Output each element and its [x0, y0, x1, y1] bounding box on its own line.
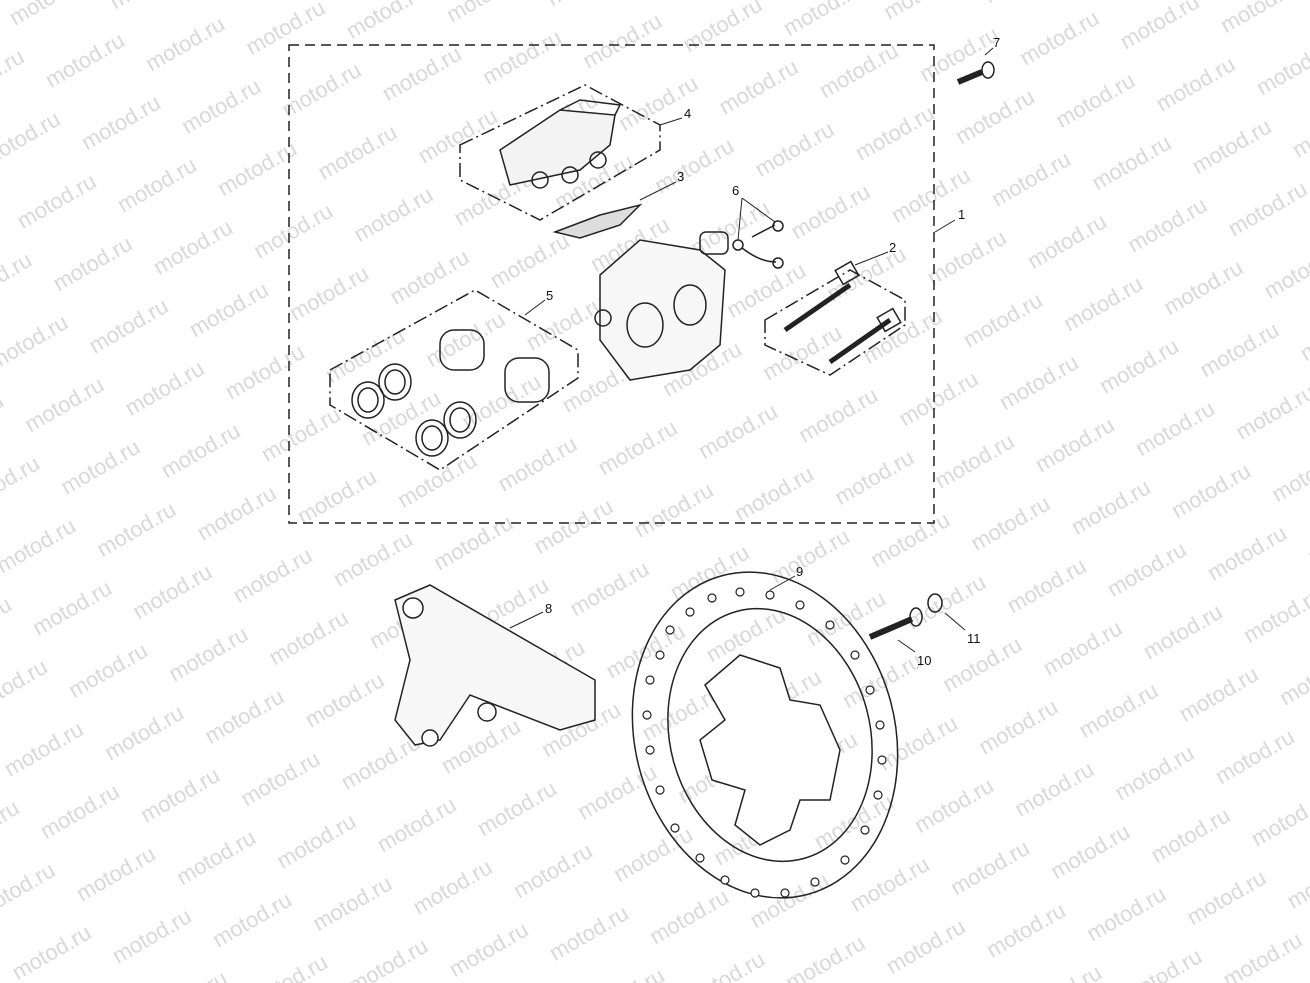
callout-5: 5 — [546, 288, 554, 303]
callout-1: 1 — [958, 207, 966, 222]
callout-10: 10 — [917, 653, 932, 668]
washer-part — [927, 593, 943, 613]
callout-6: 6 — [732, 183, 740, 198]
assembly-boundary — [288, 44, 935, 524]
disc-bolt-part — [868, 607, 923, 640]
callout-7: 7 — [993, 35, 1001, 50]
brake-pads-part — [459, 84, 661, 221]
callout-4: 4 — [684, 106, 692, 121]
callout-3: 3 — [677, 169, 685, 184]
caliper-body — [594, 231, 729, 381]
bleed-valve-part — [732, 220, 784, 269]
callout-2: 2 — [889, 240, 897, 255]
callout-11: 11 — [967, 631, 981, 646]
caliper-bracket-part — [394, 584, 596, 747]
pins-part — [764, 260, 906, 376]
seals-pistons-part — [329, 289, 579, 471]
bolt-part — [956, 61, 995, 85]
brake-disc-part — [631, 571, 899, 899]
shim-part — [552, 203, 643, 239]
callout-8: 8 — [545, 601, 553, 616]
callout-9: 9 — [796, 564, 804, 579]
